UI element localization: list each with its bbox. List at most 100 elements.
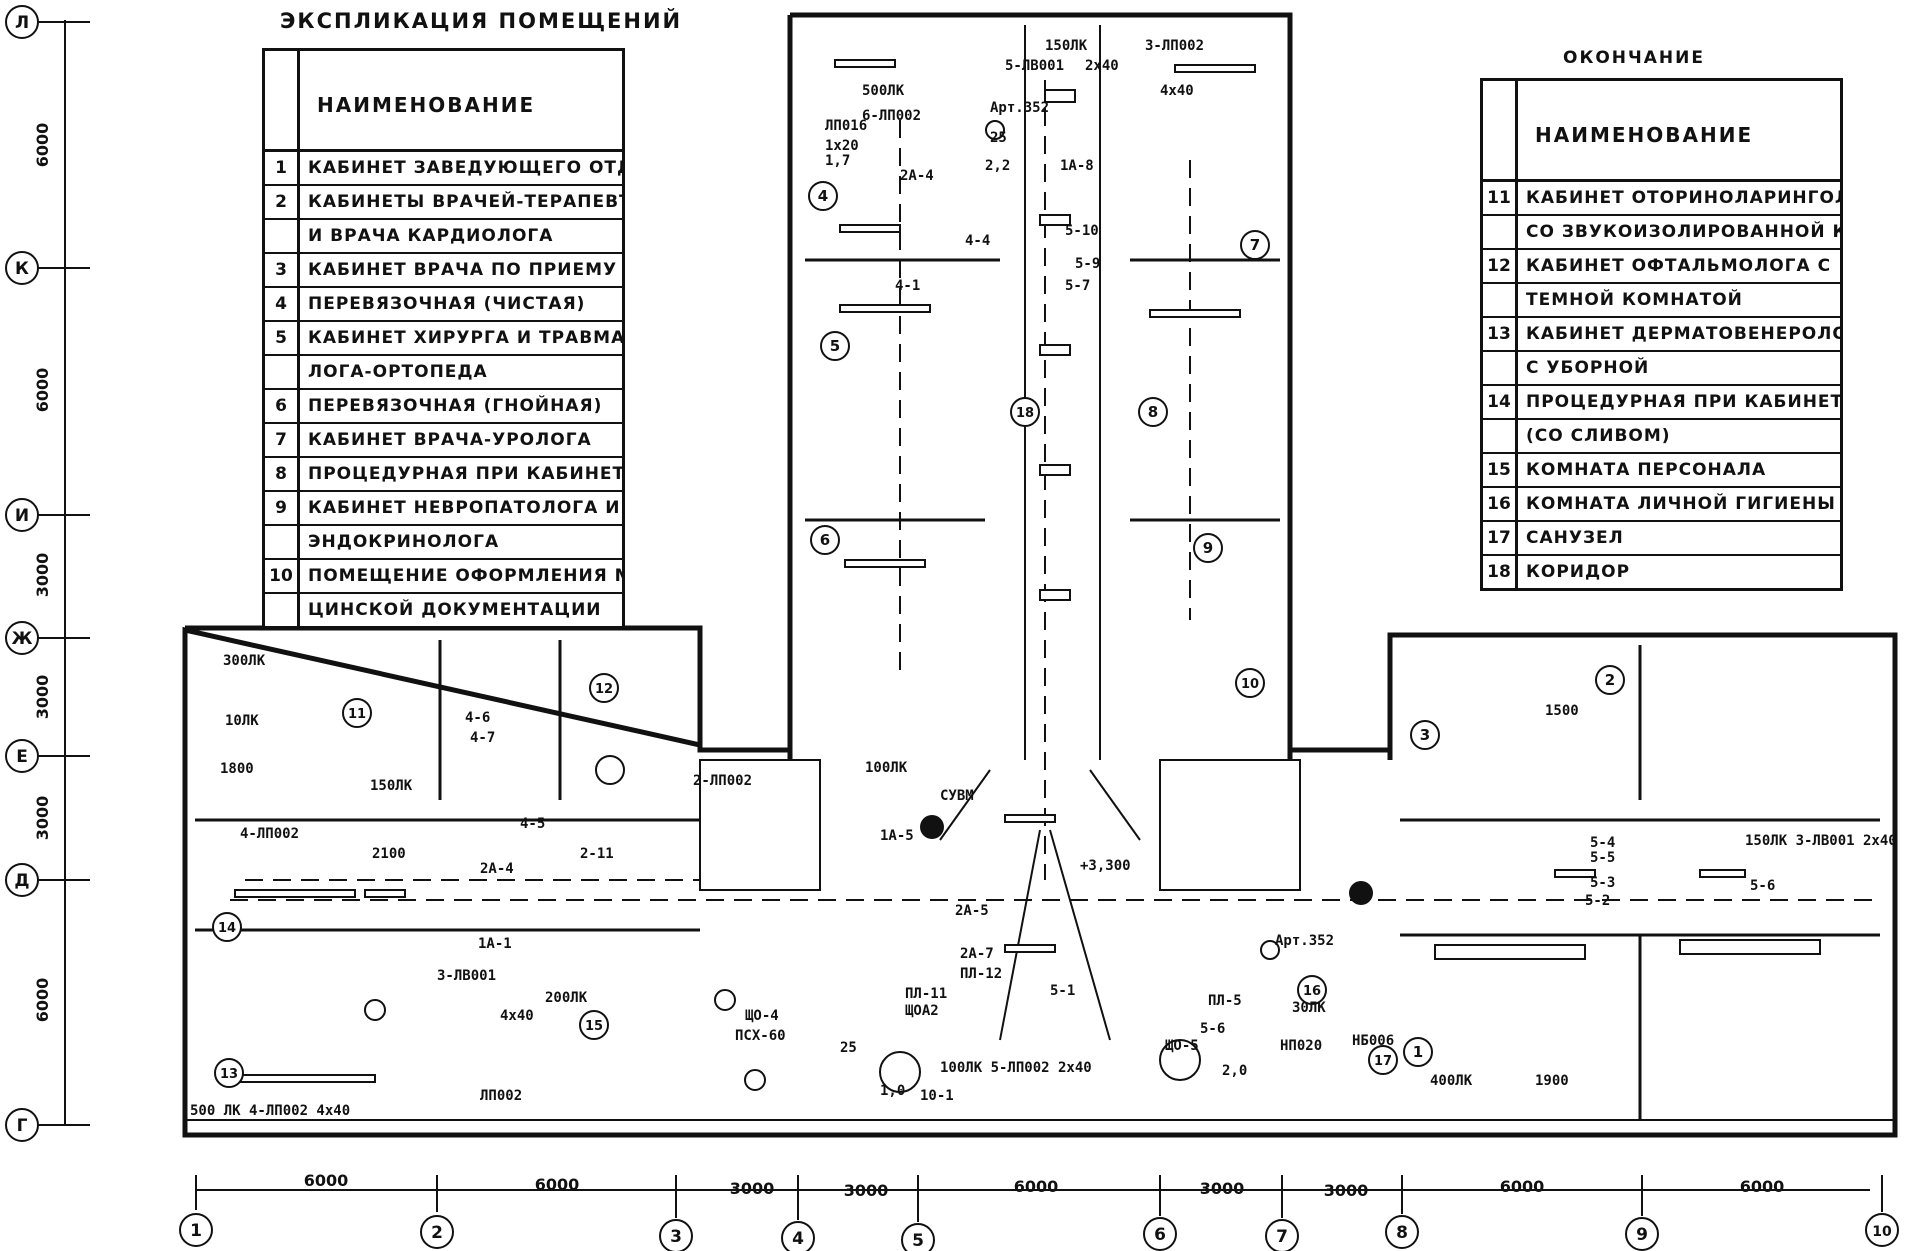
bottom-dim-5: 6000 <box>1014 1177 1059 1196</box>
fixture-mark: 4-6 <box>465 710 490 726</box>
room-number-13: 13 <box>220 1067 238 1082</box>
room-number-12: 12 <box>595 682 613 697</box>
fixture-mark: 2,0 <box>1222 1063 1247 1079</box>
axis-number-1: 1 <box>190 1221 202 1241</box>
fixture-mark: 6-ЛП002 <box>862 108 921 124</box>
fixture-mark: ЩО-4 <box>745 1008 779 1024</box>
legend-header-right: НАИМЕНОВАНИЕ <box>1483 81 1840 182</box>
fixture-mark: 5-1 <box>1050 983 1075 999</box>
fixture-mark: 4-1 <box>895 278 920 294</box>
room-number-cell: 8 <box>265 458 300 490</box>
fixture-mark: 2А-5 <box>955 903 989 919</box>
fixture-mark: 5-7 <box>1065 278 1090 294</box>
fixture-mark: ЩО-5 <box>1165 1038 1199 1054</box>
fixture-mark: 5-5 <box>1590 850 1615 866</box>
room-number-cell: 18 <box>1483 556 1518 588</box>
room-number-cell <box>1483 420 1518 452</box>
room-number-8: 8 <box>1148 403 1158 421</box>
room-number-cell: 10 <box>265 560 300 592</box>
fixture-mark: ЛП002 <box>480 1088 522 1104</box>
legend-right-row: С УБОРНОЙ <box>1483 352 1840 386</box>
fixture-mark: 1А-1 <box>478 936 512 952</box>
fixture-mark: 1900 <box>1535 1073 1569 1089</box>
left-dim-6: 6000 <box>33 978 52 1023</box>
axis-letter-i: И <box>15 506 29 526</box>
room-name-cell: И ВРАЧА КАРДИОЛОГА <box>308 226 554 246</box>
fixture-mark: 3-ЛП002 <box>1145 38 1204 54</box>
fixture-mark: ПСХ-60 <box>735 1028 786 1044</box>
fixture-mark: СУВМ <box>940 788 974 804</box>
fixture-mark: 4х40 <box>500 1008 534 1024</box>
room-number-cell: 5 <box>265 322 300 354</box>
room-name-cell: САНУЗЕЛ <box>1526 528 1624 548</box>
fixture-mark: 300ЛК <box>223 653 266 669</box>
axis-number-8: 8 <box>1396 1223 1408 1243</box>
room-number-10: 10 <box>1241 677 1259 692</box>
room-name-cell: ЦИНСКОЙ ДОКУМЕНТАЦИИ <box>308 600 602 620</box>
legend-right-row: 15 КОМНАТА ПЕРСОНАЛА <box>1483 454 1840 488</box>
fixture-mark: 500 ЛК 4-ЛП002 4х40 <box>190 1103 350 1119</box>
axis-number-9: 9 <box>1636 1225 1648 1245</box>
room-name-cell: ПЕРЕВЯЗОЧНАЯ (ЧИСТАЯ) <box>308 294 586 314</box>
fixture-mark: 5-6 <box>1750 878 1775 894</box>
fixture-mark: 4-ЛП002 <box>240 826 299 842</box>
fixture-mark: 2-ЛП002 <box>693 773 752 789</box>
left-dim-2: 6000 <box>33 368 52 413</box>
room-number-cell: 17 <box>1483 522 1518 554</box>
room-number-cell <box>265 220 300 252</box>
room-number-cell: 11 <box>1483 182 1518 214</box>
room-number-cell: 15 <box>1483 454 1518 486</box>
axis-number-3: 3 <box>670 1227 682 1247</box>
room-name-cell: ЛОГА-ОРТОПЕДА <box>308 362 488 382</box>
north-wing-wall <box>790 12 1293 760</box>
axis-letter-zh: Ж <box>12 629 33 649</box>
fixture-mark: 4х40 <box>1160 83 1194 99</box>
room-number-11: 11 <box>348 707 366 722</box>
fixture-mark: 500ЛК <box>862 83 905 99</box>
axis-letter-k: К <box>15 259 29 279</box>
room-name-cell: ПРОЦЕДУРНАЯ ПРИ КАБИНЕТЕ (СО СЛИВОМ) <box>308 464 622 484</box>
legend-right-row: (СО СЛИВОМ) <box>1483 420 1840 454</box>
bottom-dim-7: 3000 <box>1324 1181 1369 1200</box>
legend-left-row: 8 ПРОЦЕДУРНАЯ ПРИ КАБИНЕТЕ (СО СЛИВОМ) <box>265 458 622 492</box>
bottom-dim-2: 6000 <box>535 1175 580 1194</box>
fixture-mark: ЩОА2 <box>905 1003 939 1019</box>
fixture-mark: 200ЛК <box>545 990 588 1006</box>
legend-left-row: ЛОГА-ОРТОПЕДА <box>265 356 622 390</box>
fixture-mark: 1,0 <box>880 1083 905 1099</box>
room-name-cell: КОМНАТА ПЕРСОНАЛА <box>1526 460 1767 480</box>
left-dim-3: 3000 <box>33 553 52 598</box>
legend-header-right-label: НАИМЕНОВАНИЕ <box>1535 123 1754 147</box>
room-number-cell <box>1483 352 1518 384</box>
fixture-mark: 1х20 <box>825 138 859 154</box>
axis-letter-g: Г <box>17 1116 28 1136</box>
fixture-mark: ПЛ-11 <box>905 986 947 1002</box>
legend-right-row: 17 САНУЗЕЛ <box>1483 522 1840 556</box>
legend-header-label: НАИМЕНОВАНИЕ <box>317 93 536 117</box>
axis-letter-l: Л <box>15 13 29 33</box>
fixture-mark: Арт.352 <box>1275 933 1334 949</box>
axis-number-2: 2 <box>431 1223 443 1243</box>
axis-letter-e: Е <box>16 747 28 767</box>
room-number-cell: 3 <box>265 254 300 286</box>
fixture-mark: ЛП016 <box>825 118 867 134</box>
room-name-cell: КАБИНЕТ ОТОРИНОЛАРИНГОЛОГА <box>1526 188 1840 208</box>
fixture-mark: 150ЛК 3-ЛВ001 2х40 <box>1745 833 1897 849</box>
left-dim-5: 3000 <box>33 796 52 841</box>
fixture-mark: 400ЛК <box>1430 1073 1473 1089</box>
fixture-mark: 2100 <box>372 846 406 862</box>
fixture-mark: 2А-7 <box>960 946 994 962</box>
room-name-cell: КАБИНЕТ ДЕРМАТОВЕНЕРОЛОГА <box>1526 324 1840 344</box>
room-number-3: 3 <box>1420 726 1430 744</box>
fixture-mark: НП020 <box>1280 1038 1322 1054</box>
room-name-cell: КАБИНЕТ ХИРУРГА И ТРАВМАТО- <box>308 328 622 348</box>
